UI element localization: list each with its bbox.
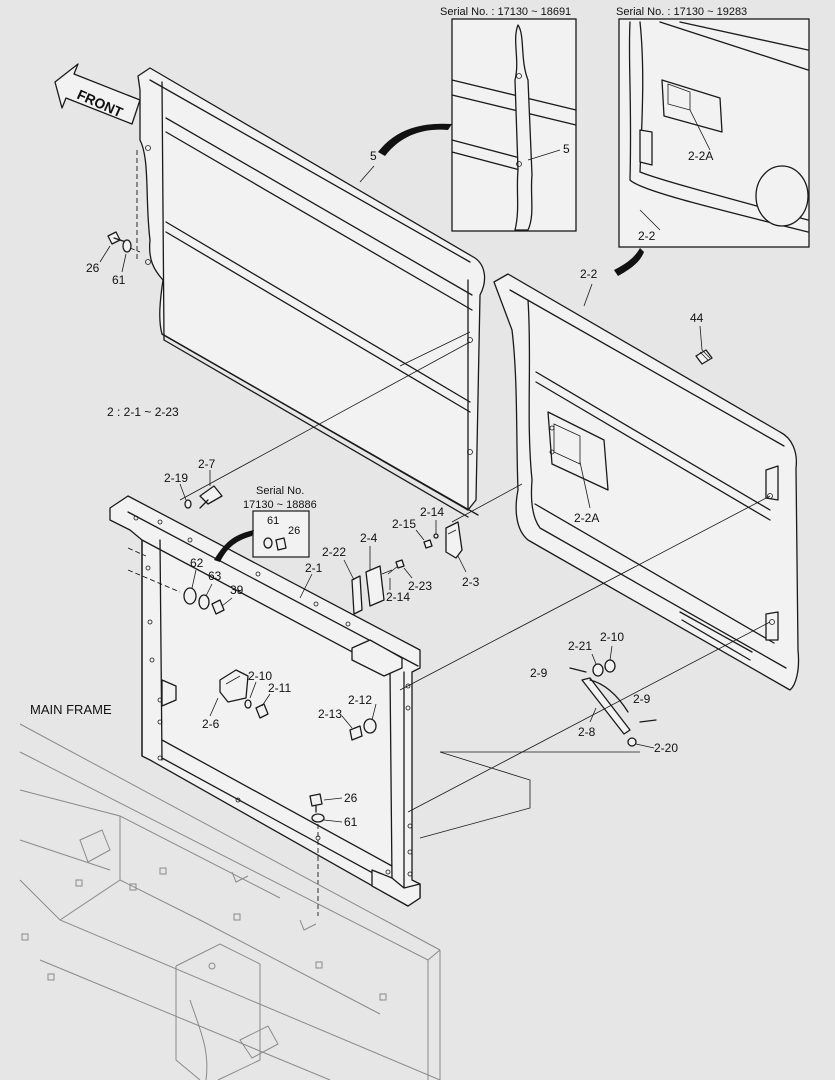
range-note: 2 : 2-1 ~ 2-23 <box>107 405 179 419</box>
bolt-2-7-washer-2-19: 2-7 2-19 <box>164 457 223 509</box>
callout-2-6: 2-6 <box>202 717 220 731</box>
bracket-2-3: 2-14 2-15 2-3 <box>392 505 480 589</box>
callout-2-14-lower: 2-14 <box>386 590 410 604</box>
callout-2-10-left: 2-10 <box>248 669 272 683</box>
bolt-26-washer-61-upper: 26 61 <box>86 231 141 287</box>
callout-2-1: 2-1 <box>305 561 323 575</box>
rod-assembly-2-8: 2-9 2-21 2-10 2-9 2-8 2-20 <box>530 630 678 755</box>
callout-62: 62 <box>190 556 204 570</box>
inset1-title: Serial No. : 17130 ~ 18691 <box>440 6 571 18</box>
main-frame: MAIN FRAME <box>19 702 441 1080</box>
callout-2-13: 2-13 <box>318 707 342 721</box>
callout-61-upper: 61 <box>112 273 126 287</box>
callout-2-12: 2-12 <box>348 693 372 707</box>
callout-26-upper: 26 <box>86 261 100 275</box>
callout-2-2: 2-2 <box>580 267 598 281</box>
main-frame-label: MAIN FRAME <box>30 702 112 717</box>
inset-serial-19283: Serial No. : 17130 ~ 19283 2-2A 2-2 <box>616 6 810 248</box>
inset2-part-b-label: 2-2 <box>638 229 656 243</box>
callout-2-20: 2-20 <box>654 741 678 755</box>
callout-2-4: 2-4 <box>360 531 378 545</box>
callout-5: 5 <box>370 149 377 163</box>
callout-2-8: 2-8 <box>578 725 596 739</box>
washers-62-63-bolt-39: 62 63 39 <box>127 547 244 615</box>
front-direction-arrow: FRONT <box>54 63 141 125</box>
inset2-part-a-label: 2-2A <box>688 149 713 163</box>
serial-box-part-61: 61 <box>267 515 279 527</box>
callout-39: 39 <box>230 583 244 597</box>
callout-2-19: 2-19 <box>164 471 188 485</box>
callout-2-21: 2-21 <box>568 639 592 653</box>
callout-2-22: 2-22 <box>322 545 346 559</box>
callout-44: 44 <box>690 311 704 325</box>
assembly-guide-lines <box>179 331 771 839</box>
callout-61-lower: 61 <box>344 815 358 829</box>
inset2-title: Serial No. : 17130 ~ 19283 <box>616 6 747 18</box>
callout-2-15: 2-15 <box>392 517 416 531</box>
callout-2-14-upper: 2-14 <box>420 505 444 519</box>
serial-box-line1: Serial No. <box>256 485 304 497</box>
callout-2-9-left: 2-9 <box>530 666 548 680</box>
callout-2-10-right: 2-10 <box>600 630 624 644</box>
callout-2-23: 2-23 <box>408 579 432 593</box>
callout-63: 63 <box>208 569 222 583</box>
bracket-2-6: 2-6 2-10 2-11 <box>202 669 291 731</box>
door-panel-2-2 <box>493 273 800 691</box>
callout-2-7: 2-7 <box>198 457 216 471</box>
cover-panel-5 <box>136 67 486 518</box>
serial-box-line2: 17130 ~ 18886 <box>243 499 317 511</box>
washer-2-12-nut-2-13: 2-12 2-13 <box>318 693 377 741</box>
callout-2-3: 2-3 <box>462 575 480 589</box>
bolt-26-washer-61-lower: 26 61 <box>309 791 358 916</box>
serial-box-18886: Serial No. 17130 ~ 18886 61 26 <box>214 485 317 562</box>
inset-serial-18691: Serial No. : 17130 ~ 18691 5 <box>440 6 577 232</box>
plug-44: 44 <box>690 311 713 365</box>
callout-2-2A: 2-2A <box>574 511 599 525</box>
serial-box-part-26: 26 <box>288 525 300 537</box>
inset1-part-label: 5 <box>563 142 570 156</box>
inset2-pointer <box>614 248 644 276</box>
callout-2-11: 2-11 <box>268 681 291 695</box>
brackets-2-4-2-22: 2-4 2-22 2-23 2-14 <box>322 531 432 615</box>
inset1-pointer <box>378 123 452 156</box>
callout-26-lower: 26 <box>344 791 358 805</box>
callout-2-9-right: 2-9 <box>633 692 651 706</box>
